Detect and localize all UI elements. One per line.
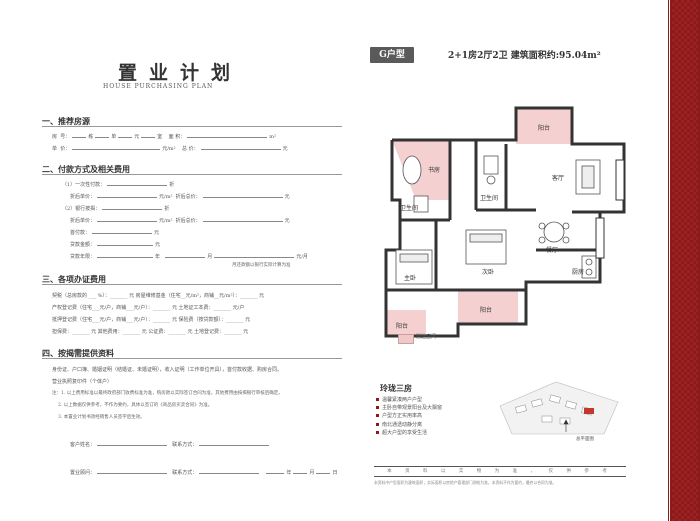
room-label: 次卧 [482,268,494,276]
section-divider [42,284,342,285]
dining-table-icon [543,221,565,243]
payment-loan-amount: 贷款金额：元 [70,242,161,248]
section-fees: 三、各项办证费用 [42,274,106,284]
payment-once: （1）一次性付款：折 [62,182,175,188]
payment-loan: （2）银行按揭：折 [62,206,170,212]
payment-loan-discount: 折后单价：元/m² 折后总价：元 [70,218,290,224]
window [595,217,605,259]
unit-type-badge: G户型 [370,47,414,63]
fees-row-2: 产权登记费（住宅___元/户，商铺___元/户）：_______ 元 土地证工本… [52,305,245,311]
decorative-pattern [672,0,698,521]
decorative-divider [668,0,669,521]
site-plan-map: 总平面图 [499,381,619,442]
section-divider [42,358,342,359]
room-label: 厨房 [572,268,584,276]
house-row-1: 房 号：栋单元室 面 积：m² [52,134,277,140]
payment-once-discount: 折后单价：元/m² 折后总价：元 [70,194,290,200]
feature-item: 超大户型的享受生活 [376,429,442,437]
page-title: 置业计划 [118,62,243,84]
room-label: 卫生间 [480,194,498,202]
north-arrow-icon [563,419,569,432]
section-divider [42,126,342,127]
footer-note: 本资料中户型面积为建筑面积，实际面积以房地产管理部门测绘为准，本资料不作为要约，… [374,480,557,485]
footer-disclaimer-bar: 本 资 料 以 实 物 为 准 ， 仅 供 参 考 [374,466,626,477]
feature-item: 户型方正实用率高 [376,412,442,420]
room-label: 阳台 [480,306,492,314]
purchase-plan-form: 置业计划 HOUSE PURCHASING PLAN 一、推荐房源 房 号：栋单… [20,40,342,510]
site-plan-label: 总平面图 [576,435,594,442]
signature-client: 客户姓名： 联系方式： [70,440,271,448]
fees-row-3: 抵押登记费（住宅___元/户，商铺___元/户）：_______ 元 保险费（按… [52,317,251,323]
lounge-chair-icon [402,155,422,185]
gift-space-swatch [398,334,414,344]
room-label: 阳台 [538,124,550,132]
docs-note-3: 3. 本置业计划书须经销售人员签字后生效。 [58,415,145,420]
room-label: 主卧 [404,274,416,282]
floor-plan-panel: G户型 2+1房2厅2卫 建筑面积约:95.04m² [346,40,652,510]
docs-note-1: 注：1. 以上费用标准以最终政府部门收费标准为准，购房款以实际签订合同为准，其他… [52,391,283,396]
gift-area-top-balcony [516,108,572,144]
gift-space-legend: 赠送空间 [416,334,437,340]
features-list: 温馨紧凑两户户型 主卧自带观景阳台及大飘窗 户型方正实用率高 南北通透动静分离 … [376,396,442,437]
stove-icon [581,255,597,279]
section-payment: 二、付款方式及相关费用 [42,164,130,174]
washbasin-icon [413,195,429,213]
fees-row-1: 契税（总房款的 ___ %）：_______ 元 房屋维修基金（住宅__元/m²… [52,293,265,299]
docs-line-1: 身份证、户口簿、婚姻证明（结婚证、未婚证明），收入证明（工作单位开具），首付款收… [52,367,283,373]
room-label: 阳台 [396,322,408,330]
toilet-icon [483,155,499,175]
section-recommended-house: 一、推荐房源 [42,116,90,126]
room-label: 书房 [428,166,440,174]
payment-fine-note: 月还款额以银行实际计算为准 [232,263,291,268]
unit-info: 2+1房2厅2卫 建筑面积约:95.04m² [448,51,601,61]
house-row-2: 单 价：元/m² 总 价：元 [52,146,288,152]
room-label: 餐厅 [546,246,558,254]
feature-item: 温馨紧凑两户户型 [376,396,442,404]
feature-item: 主卧自带观景阳台及大飘窗 [376,404,442,412]
gift-area-bottom-balcony [458,290,518,324]
payment-down: 首付款：元 [70,230,160,236]
unit-location-marker [584,408,594,414]
page-subtitle: HOUSE PURCHASING PLAN [103,83,214,90]
window [615,159,625,201]
feature-item: 南北通透动静分离 [376,421,442,429]
docs-line-2: 营业执照复印件（个体户） [52,379,113,385]
section-documents: 四、按揭需提供资料 [42,348,114,358]
gift-area-left-balcony [386,310,426,336]
room-label: 卫生间 [400,204,418,212]
floor-plan-drawing: 阳台 书房 客厅 卫生间 卫生间 厨房 主卧 次卧 餐厅 阳台 阳台 [384,106,626,338]
section-divider [42,174,342,175]
payment-monthly: 贷款年限：年 月元/月 [70,254,308,260]
room-label: 客厅 [552,174,564,182]
features-title: 玲珑三房 [380,383,412,393]
docs-note-2: 2. 以上数据仅供参考，不作为要约，具体以签订的《商品房买卖合同》为准。 [58,403,213,408]
signature-consultant: 置业顾问： 联系方式： 年月日 [70,470,338,476]
fees-row-4: 担保费：_______ 元 其他费用：_______ 元 公证费：_______… [52,329,249,335]
